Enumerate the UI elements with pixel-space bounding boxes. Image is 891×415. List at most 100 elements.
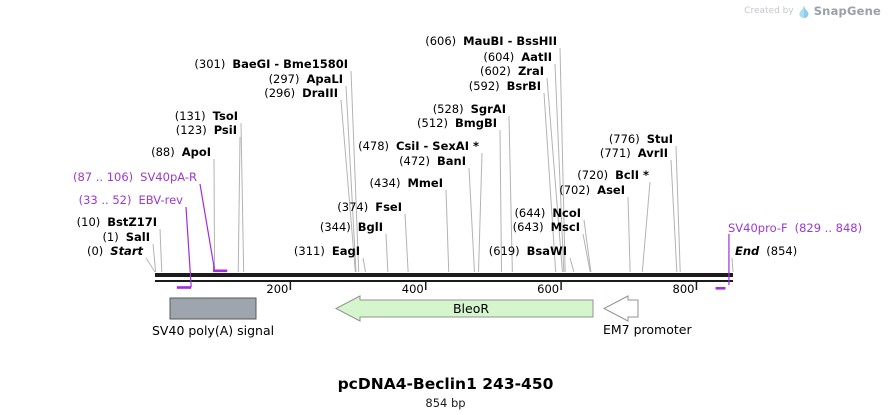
leader-line-PsiI: [237, 136, 241, 273]
primer-marker-ebv-rev[interactable]: [176, 286, 192, 289]
site-name: BsaWI: [526, 244, 567, 258]
site-position: (854): [766, 244, 798, 258]
site-name: Start: [110, 244, 143, 258]
primer-marker-sv40pro-f[interactable]: [715, 287, 726, 290]
leader-line-MmeI: [445, 189, 450, 273]
enzyme-label-BstZ17I[interactable]: (10)BstZ17I: [77, 216, 157, 229]
site-name: SgrAI: [470, 102, 506, 116]
site-name: AseI: [597, 183, 625, 197]
leader-line-MscI: [582, 233, 591, 273]
enzyme-label-ZraI[interactable]: (602)ZraI: [480, 65, 544, 78]
enzyme-label-BaeGIBme1580I[interactable]: (301)BaeGI - Bme1580I: [194, 58, 348, 71]
primer-label-sv40pro-f[interactable]: SV40pro-F (829 .. 848): [728, 222, 862, 235]
primer-range: (87 .. 106): [72, 170, 134, 184]
leader-line-BaeGIBme1580I: [350, 70, 360, 273]
enzyme-label-BsrBI[interactable]: (592) BsrBI: [469, 80, 541, 93]
site-position: (344): [319, 220, 351, 234]
sequence-line-bottom: [155, 280, 733, 282]
leader-line-FseI: [404, 213, 409, 273]
leader-line-BmgBI: [499, 129, 503, 273]
feature-em7-promoter[interactable]: [602, 295, 639, 322]
site-position: (0): [86, 244, 104, 258]
enzyme-label-SalI[interactable]: (1)SalI: [102, 231, 150, 244]
primer-range: (33 .. 52): [78, 193, 132, 207]
enzyme-label-BclI[interactable]: (720)BclI *: [577, 169, 649, 182]
enzyme-label-MscI[interactable]: (643)MscI: [513, 221, 580, 234]
site-position: (643): [512, 220, 544, 234]
site-name: BsrBI: [506, 79, 541, 93]
enzyme-label-MmeI[interactable]: (434)MmeI: [370, 177, 443, 190]
enzyme-label-PsiI[interactable]: (123)PsiI: [176, 124, 237, 137]
feature-sv40-poly-a-signal[interactable]: [169, 297, 257, 320]
enzyme-label-TsoI[interactable]: (131)TsoI: [175, 110, 238, 123]
sequence-line-top: [155, 273, 733, 277]
leader-line-CsiISexAI: [478, 152, 483, 273]
enzyme-label-BmgBI[interactable]: (512) BmgBI: [417, 117, 497, 130]
site-name: End: [735, 244, 760, 258]
enzyme-label-BglI[interactable]: (344) BglI: [320, 221, 383, 234]
enzyme-label-NcoI[interactable]: (644)NcoI: [514, 207, 581, 220]
primer-name: SV40pA-R: [140, 170, 197, 184]
site-name: BmgBI: [454, 116, 497, 130]
enzyme-label-DraIII[interactable]: (296)DraIII: [264, 87, 338, 100]
enzyme-label-BsaWI[interactable]: (619)BsaWI: [489, 245, 567, 258]
primer-name: SV40pro-F: [728, 221, 788, 235]
site-position: (301): [194, 57, 226, 71]
primer-marker-sv40pa-r[interactable]: [213, 269, 228, 273]
primer-marker-sv40pa-r-leader: [199, 183, 215, 267]
site-position: (374): [337, 200, 369, 214]
site-position: (434): [369, 176, 401, 190]
site-position: (512): [417, 116, 448, 130]
site-name: BclI *: [615, 168, 649, 182]
site-position: (644): [514, 206, 546, 220]
feature-sv40-poly-a-signal-label: SV40 poly(A) signal: [152, 323, 275, 338]
site-name: TsoI: [212, 109, 238, 123]
enzyme-label-EagI[interactable]: (311)EagI: [294, 245, 360, 258]
primer-range: (829 .. 848): [794, 221, 863, 235]
site-name: BanI: [437, 154, 466, 168]
site-position: (88): [151, 145, 175, 159]
leader-line-MauBIBssHII: [559, 47, 566, 273]
enzyme-label-StuI[interactable]: (776)StuI: [609, 133, 673, 146]
site-name: StuI: [646, 132, 673, 146]
enzyme-label-MauBIBssHII[interactable]: (606)MauBI - BssHII: [425, 35, 557, 48]
enzyme-label-ApaLI[interactable]: (297)ApaLI: [269, 73, 343, 86]
plasmid-title: pcDNA4-Beclin1 243-450: [337, 375, 554, 393]
site-position: (478): [358, 139, 390, 153]
brand-text: SnapGene: [813, 4, 881, 18]
enzyme-label-AseI[interactable]: (702) AseI: [559, 184, 625, 197]
plasmid-length: 854 bp: [425, 396, 466, 410]
leader-line-AatII: [554, 63, 565, 273]
site-position: (604): [483, 50, 515, 64]
leader-line-AvrII: [670, 159, 678, 273]
leader-line-NcoI: [583, 219, 592, 273]
enzyme-label-AvrII[interactable]: (771)AvrII: [600, 147, 668, 160]
enzyme-label-BanI[interactable]: (472)BanI: [399, 155, 466, 168]
site-name: BglI: [357, 220, 383, 234]
site-name: ApoI: [181, 145, 211, 159]
terminus-label-End[interactable]: End (854): [735, 245, 797, 258]
site-position: (528): [432, 102, 464, 116]
primer-label-sv40pa-r[interactable]: (87 .. 106) SV40pA-R: [73, 171, 197, 184]
site-position: (123): [175, 123, 207, 137]
leader-line-ZraI: [546, 77, 563, 273]
enzyme-label-ApoI[interactable]: (88) ApoI: [151, 146, 211, 159]
leader-line-SalI: [152, 243, 157, 273]
enzyme-label-AatII[interactable]: (604)AatII: [483, 51, 552, 64]
site-position: (1): [102, 230, 119, 244]
feature-bleor[interactable]: [334, 295, 594, 322]
leader-line-BanI: [468, 167, 475, 273]
snapgene-watermark: Created by SnapGene: [744, 4, 881, 18]
leader-line-ApaLI: [345, 85, 357, 273]
enzyme-label-SgrAI[interactable]: (528) SgrAI: [433, 103, 506, 116]
primer-label-ebv-rev[interactable]: (33 .. 52) EBV-rev: [79, 194, 183, 207]
site-position: (592): [468, 79, 500, 93]
site-position: (702): [559, 183, 591, 197]
leader-line-AseI: [627, 196, 631, 273]
map-title-block: pcDNA4-Beclin1 243-450 854 bp: [0, 375, 891, 410]
terminus-label-Start[interactable]: (0) Start: [87, 245, 143, 258]
primer-name: EBV-rev: [138, 193, 183, 207]
enzyme-label-CsiISexAI[interactable]: (478)CsiI - SexAI *: [358, 140, 479, 153]
enzyme-label-FseI[interactable]: (374)FseI: [337, 201, 402, 214]
